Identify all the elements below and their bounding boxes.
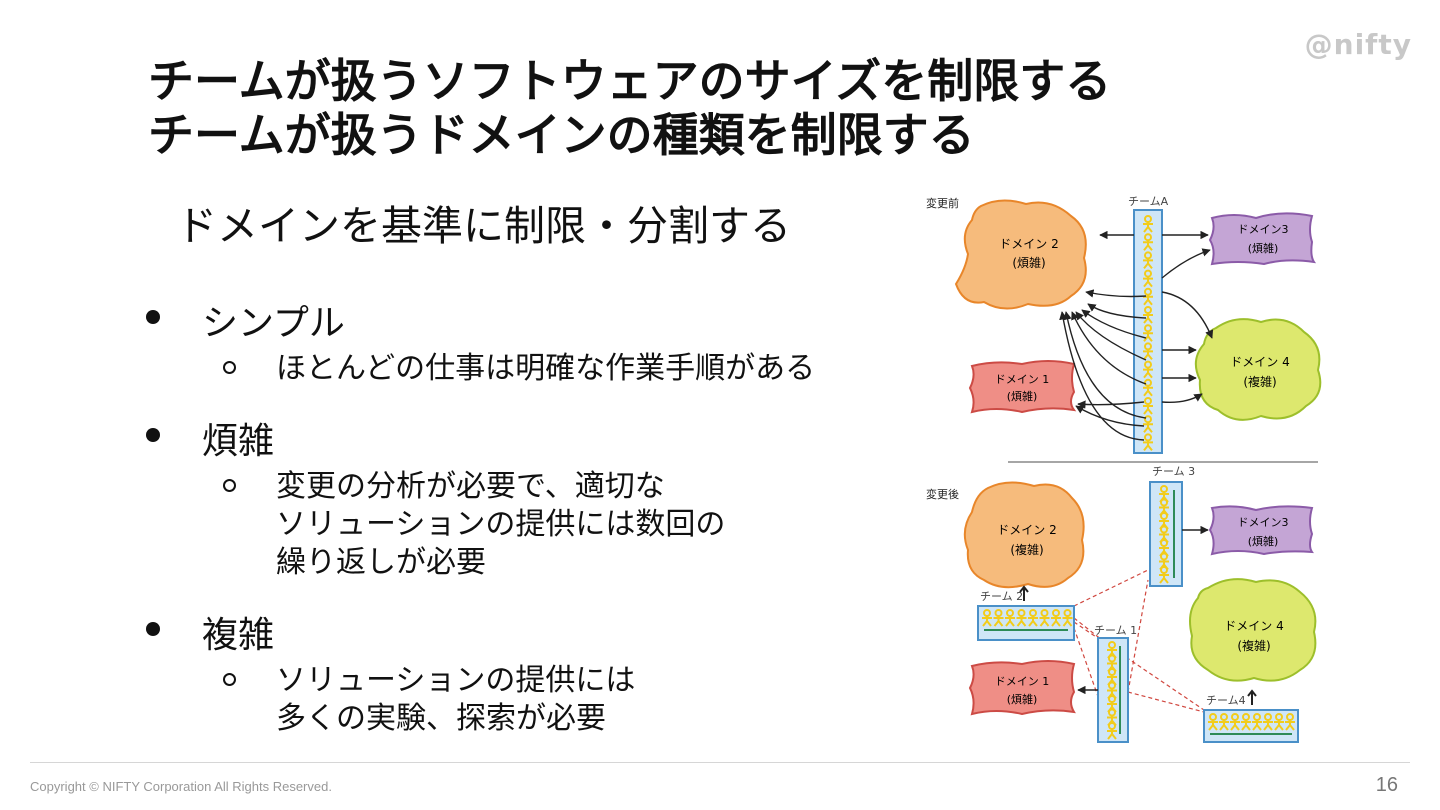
bullet-complex: 複雑 xyxy=(140,600,900,662)
nifty-logo: @nifty xyxy=(1304,28,1412,61)
team-2-label: チーム 2 xyxy=(980,590,1023,603)
before-domain-3: ドメイン3 (煩雑) xyxy=(1208,212,1317,266)
footer-divider xyxy=(30,762,1410,763)
sub-bullet-text: 変更の分析が必要で、適切な xyxy=(276,469,665,504)
up-arrow-icon xyxy=(1019,585,1029,601)
sub-bullet-circle-icon xyxy=(223,673,236,686)
team-a-box xyxy=(1133,209,1163,454)
after-domain-3: ドメイン3 (煩雑) xyxy=(1208,505,1314,556)
after-domain-1: ドメイン 1 (煩雑) xyxy=(968,660,1076,716)
page-title: チームが扱うソフトウェアのサイズを制限する チームが扱うドメインの種類を制限する xyxy=(148,54,1111,162)
team-3-box xyxy=(1149,481,1183,587)
subtitle: ドメインを基準に制限・分割する xyxy=(176,202,791,250)
domain-name: ドメイン 1 xyxy=(995,675,1050,688)
sub-bullet-circle-icon xyxy=(223,479,236,492)
before-label: 変更前 xyxy=(926,196,959,210)
sub-bullet-text: ほとんどの仕事は明確な作業手順がある xyxy=(276,351,816,386)
after-label: 変更後 xyxy=(926,487,959,501)
domain-name: ドメイン 4 xyxy=(1230,355,1289,369)
team-1-box: チーム 1 xyxy=(1094,624,1137,743)
title-line-2: チームが扱うドメインの種類を制限する xyxy=(148,108,975,162)
title-line-1: チームが扱うソフトウェアのサイズを制限する xyxy=(148,54,1112,108)
domain-name: ドメイン3 xyxy=(1238,516,1289,529)
domain-name: ドメイン 2 xyxy=(997,523,1056,537)
domain-blob xyxy=(1208,505,1314,556)
domain-blob xyxy=(1194,318,1322,421)
team-4-label: チーム4 xyxy=(1206,694,1246,707)
sub-bullet-text: 多くの実験、探索が必要 xyxy=(276,701,606,736)
domain-kind: (煩雑) xyxy=(1248,534,1279,548)
sub-bullet-circle-icon xyxy=(223,361,236,374)
sub-bullet-text: ソリューションの提供には xyxy=(276,663,636,698)
sub-bullet-text: ソリューションの提供には数回の xyxy=(276,507,726,542)
domain-blob xyxy=(968,360,1077,414)
sub-bullet: 変更の分析が必要で、適切な ソリューションの提供には数回の 繰り返しが必要 xyxy=(140,468,900,582)
bullet-complicated: 煩雑 xyxy=(140,406,900,468)
team-1-label: チーム 1 xyxy=(1094,624,1137,637)
domain-name: ドメイン 4 xyxy=(1224,619,1283,633)
before-arrows xyxy=(1059,230,1214,441)
domain-kind: (煩雑) xyxy=(1007,692,1038,706)
team-2-box: チーム 2 xyxy=(977,585,1075,641)
up-arrow-icon xyxy=(1247,689,1257,705)
domain-kind: (複雑) xyxy=(1243,374,1276,389)
sub-bullet-text: 繰り返しが必要 xyxy=(276,545,486,580)
bullet-label: 複雑 xyxy=(202,615,275,656)
page-number: 16 xyxy=(1375,774,1398,796)
domain-name: ドメイン3 xyxy=(1238,223,1289,236)
domain-blob xyxy=(963,481,1085,589)
bullet-dot-icon xyxy=(146,622,160,636)
before-domain-1: ドメイン 1 (煩雑) xyxy=(968,360,1077,414)
domain-kind: (煩雑) xyxy=(1007,389,1038,403)
domain-kind: (複雑) xyxy=(1237,638,1270,653)
domain-name: ドメイン 1 xyxy=(995,373,1050,386)
domain-blob xyxy=(1208,212,1317,266)
domain-kind: (煩雑) xyxy=(1012,255,1045,270)
domain-kind: (複雑) xyxy=(1010,542,1043,557)
bullet-label: シンプル xyxy=(202,303,345,344)
bullet-dot-icon xyxy=(146,428,160,442)
sub-bullet: ソリューションの提供には 多くの実験、探索が必要 xyxy=(140,662,900,738)
team-4-box: チーム4 xyxy=(1203,689,1299,743)
team-a-label: チームA xyxy=(1128,195,1169,208)
after-domain-4: ドメイン 4 (複雑) xyxy=(1189,578,1317,682)
team-domain-diagram: 変更前 チームA ドメイン 2 (煩雑) ドメイン3 (煩雑) ドメイン 4 (… xyxy=(926,195,1322,743)
after-domain-2: ドメイン 2 (複雑) xyxy=(963,481,1085,589)
bullet-dot-icon xyxy=(146,310,160,324)
domain-blob xyxy=(954,199,1087,310)
team-3-label: チーム 3 xyxy=(1152,465,1195,478)
bullet-simple: シンプル xyxy=(140,288,900,350)
before-domain-4: ドメイン 4 (複雑) xyxy=(1194,318,1322,421)
domain-blob xyxy=(968,660,1076,716)
bullet-list: シンプル ほとんどの仕事は明確な作業手順がある 煩雑 変更の分析が必要で、適切な… xyxy=(140,288,900,756)
sub-bullet: ほとんどの仕事は明確な作業手順がある xyxy=(140,350,900,388)
before-domain-2: ドメイン 2 (煩雑) xyxy=(954,199,1087,310)
domain-kind: (煩雑) xyxy=(1248,241,1279,255)
domain-name: ドメイン 2 xyxy=(999,237,1058,251)
bullet-label: 煩雑 xyxy=(202,421,275,462)
domain-blob xyxy=(1189,578,1317,682)
copyright-text: Copyright © NIFTY Corporation All Rights… xyxy=(30,779,332,794)
